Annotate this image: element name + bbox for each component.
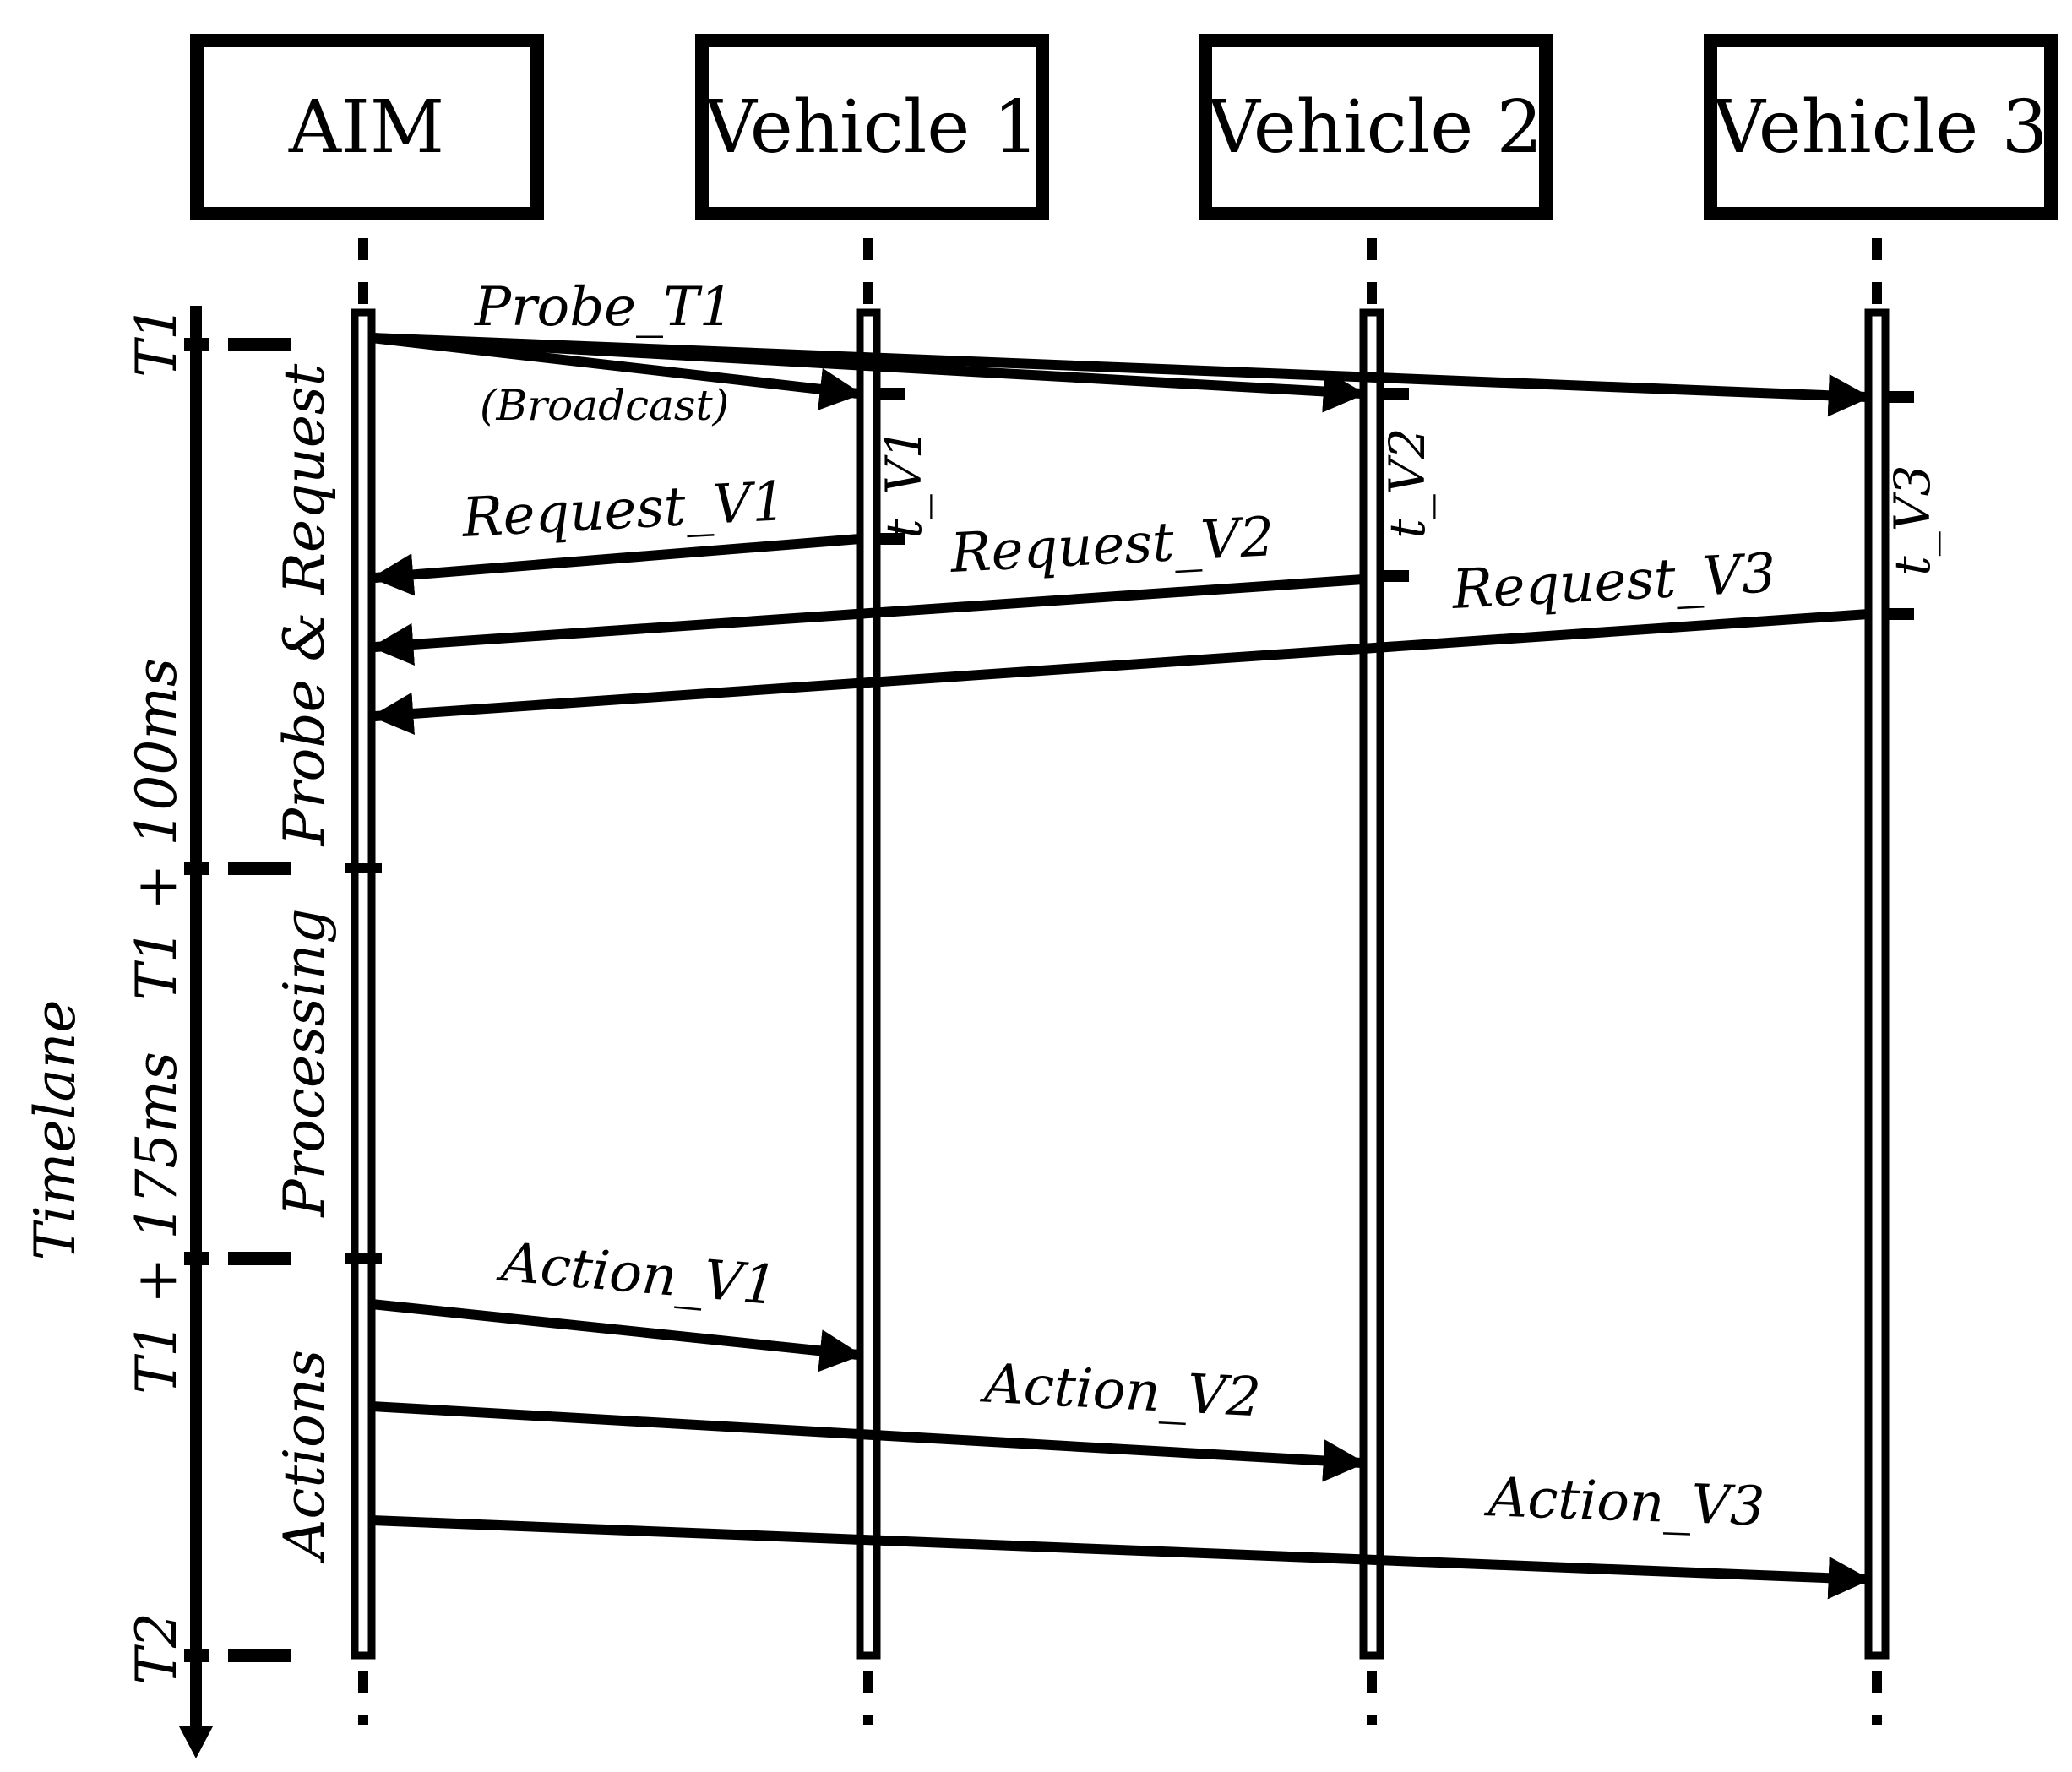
actor-aim-label: AIM	[288, 85, 444, 170]
action-v1-arrow	[371, 1299, 863, 1372]
actor-aim: AIM	[190, 34, 544, 220]
activation-bars	[351, 308, 1890, 1660]
actor-vehicle-3-label: Vehicle 3	[1712, 85, 2048, 170]
actor-vehicle-1: Vehicle 1	[695, 34, 1049, 220]
activation-v1	[856, 308, 881, 1660]
request-v2-arrow	[370, 574, 1364, 666]
timeline-label-t2: T2	[124, 1612, 189, 1685]
t-v1-label: t_V1	[875, 427, 933, 538]
actor-vehicle-2: Vehicle 2	[1199, 34, 1553, 220]
activation-aim-1	[351, 308, 376, 872]
timeline-label-t1-175ms: T1 + 175ms	[124, 1052, 189, 1394]
activation-aim-2	[351, 864, 376, 1263]
timeline-arrow-icon	[179, 1726, 213, 1758]
actor-vehicle-3: Vehicle 3	[1704, 34, 2058, 220]
timeline-label-t1: T1	[124, 305, 189, 378]
request-v3-label: Request_V3	[1449, 542, 1777, 622]
phase-processing: Processing	[272, 908, 337, 1217]
timeline-axis	[179, 306, 291, 1758]
action-v2-arrow	[371, 1401, 1367, 1482]
t-v3-label: t_V3	[1884, 465, 1941, 575]
message-arrows	[370, 333, 1872, 1600]
probe-arrow-v3	[371, 333, 1872, 417]
action-v3-label: Action_V3	[1483, 1466, 1765, 1539]
activation-v3	[1864, 308, 1890, 1660]
t-v2-label: t_V2	[1379, 427, 1436, 538]
action-v3-arrow	[371, 1515, 1872, 1600]
actor-vehicle-1-label: Vehicle 1	[704, 85, 1040, 170]
timeline-label-t1-100ms: T1 + 100ms	[124, 658, 189, 1001]
request-v2-label: Request_V2	[948, 506, 1275, 585]
request-v1-label: Request_V1	[460, 470, 787, 550]
activation-separators	[345, 863, 382, 1264]
request-v3-arrow	[370, 609, 1869, 736]
probe-sublabel: (Broadcast)	[480, 381, 729, 430]
activation-v2	[1359, 308, 1384, 1660]
probe-label: Probe_T1	[474, 276, 733, 339]
request-v1-arrow	[370, 534, 861, 596]
action-v2-label: Action_V2	[979, 1352, 1262, 1429]
phase-probe-request: Probe & Request	[272, 363, 337, 846]
time-ticks	[875, 388, 1914, 620]
lifelines	[358, 238, 1882, 1725]
actor-vehicle-2-label: Vehicle 2	[1207, 85, 1543, 170]
phase-actions: Actions	[272, 1350, 337, 1564]
action-v1-label: Action_V1	[495, 1231, 780, 1318]
timeline-title: Timelane	[23, 1000, 88, 1261]
activation-aim-3	[351, 1254, 376, 1660]
